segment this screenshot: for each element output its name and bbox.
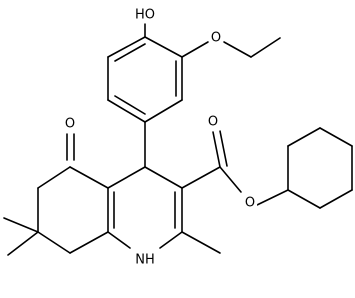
bond <box>69 231 109 254</box>
bond <box>3 217 39 233</box>
bond <box>37 231 71 254</box>
bond <box>181 41 209 58</box>
atom-label-background <box>208 29 224 47</box>
bond <box>107 166 146 189</box>
bond <box>144 36 183 58</box>
bond <box>144 99 183 123</box>
bond <box>107 36 146 58</box>
bond <box>107 231 131 249</box>
bond <box>181 231 221 254</box>
bond <box>114 95 146 115</box>
ether-oxygen-label: O <box>211 31 221 46</box>
bond <box>107 99 146 123</box>
bond <box>219 130 228 167</box>
bond <box>250 37 281 58</box>
bond <box>212 131 221 168</box>
bond <box>69 166 109 189</box>
bonds <box>3 14 353 256</box>
bond <box>114 43 146 62</box>
bond <box>219 166 242 193</box>
ester-oxygen-label: O <box>245 196 255 211</box>
bond <box>159 231 183 249</box>
ketone-oxygen-label: O <box>65 117 75 132</box>
bond <box>287 189 321 209</box>
atom-labels: HO O O O O NH <box>62 6 258 269</box>
carbonyl-oxygen-label: O <box>208 115 218 130</box>
bond <box>223 41 252 58</box>
amine-label: NH <box>135 253 155 268</box>
bond <box>319 189 353 209</box>
bond <box>144 166 183 189</box>
atom-label-background <box>205 113 221 131</box>
atom-label-background <box>242 194 258 212</box>
bond <box>37 166 71 189</box>
atom-label-background <box>62 115 78 133</box>
bond <box>287 127 321 147</box>
hydroxyl-label: HO <box>135 8 155 23</box>
bond <box>181 166 221 189</box>
atom-label-background <box>132 6 158 24</box>
bond <box>319 127 353 147</box>
bond <box>256 189 289 206</box>
bond <box>7 231 39 256</box>
atom-label-background <box>133 251 157 269</box>
